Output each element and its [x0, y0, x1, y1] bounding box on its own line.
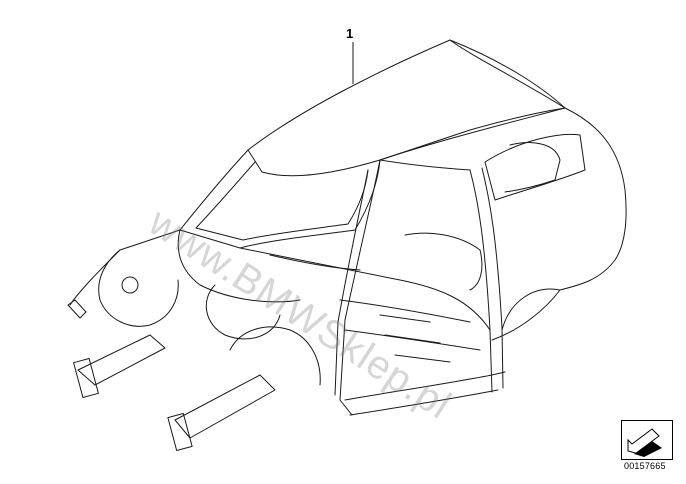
front-strut-tower-left	[98, 249, 179, 327]
rear-seat-pan	[404, 232, 483, 291]
seat-rail	[379, 314, 451, 363]
b-pillar	[469, 169, 493, 393]
floor-panel	[239, 247, 491, 331]
apron-mount	[67, 299, 87, 319]
a-pillar	[339, 159, 381, 416]
front-wheel-arch	[229, 326, 321, 386]
diagonal-arrow-icon	[627, 428, 662, 457]
rear-quarter-panel	[491, 107, 627, 341]
rear-panel-window-frame	[504, 142, 561, 193]
windshield-inner	[195, 161, 369, 241]
front-apron	[69, 229, 181, 306]
rear-quarter-window	[484, 133, 586, 201]
callout-label-1: 1	[346, 26, 354, 41]
part-number: 00157665	[624, 461, 666, 471]
rear-wheel-arch	[501, 288, 561, 331]
floor-crossmember-2	[344, 329, 481, 351]
roof-rail	[379, 107, 566, 161]
navigation-box[interactable]	[621, 420, 673, 460]
rail-end-left	[73, 358, 99, 398]
roof-rear-edge	[449, 39, 566, 109]
rail-end-right	[167, 413, 193, 451]
windshield-frame	[179, 149, 381, 249]
a-pillar-inner	[334, 169, 369, 396]
b-pillar-inner	[481, 167, 504, 389]
floor-crossmember	[339, 299, 471, 323]
side-sill	[344, 371, 506, 401]
front-rail-left	[77, 334, 166, 386]
tunnel	[269, 254, 361, 271]
front-rail-right	[174, 374, 276, 439]
roof-panel	[247, 39, 566, 177]
strut-mount-left	[121, 276, 139, 294]
front-strut-tower-right	[205, 284, 281, 340]
door-frame-top	[379, 159, 471, 171]
bulkhead	[177, 229, 301, 303]
side-sill-lower	[349, 389, 499, 416]
